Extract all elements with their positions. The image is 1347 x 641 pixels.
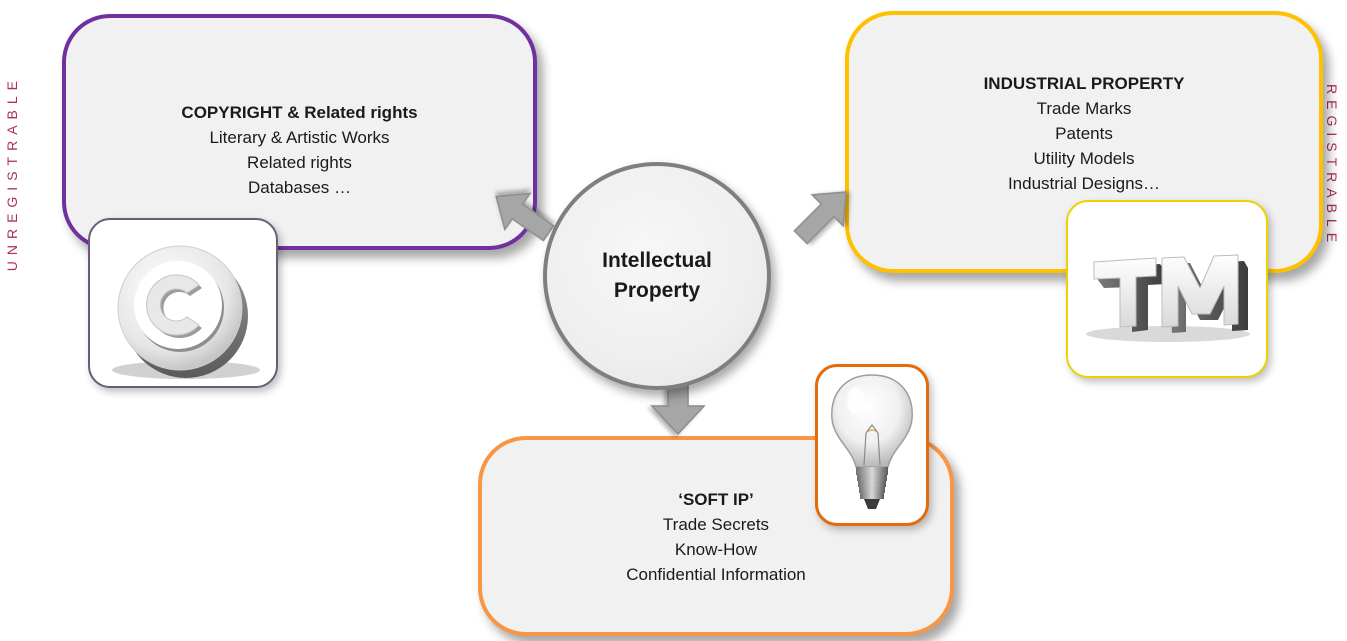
trademark-symbol-icon	[1086, 254, 1250, 342]
registrable-label: REGISTRABLE	[1324, 84, 1340, 249]
copyright-heading: COPYRIGHT & Related rights	[181, 103, 418, 122]
industrial-property-item: Industrial Designs…	[1007, 174, 1161, 193]
copyright-item: Databases …	[248, 178, 351, 197]
intellectual-property-node: Intellectual Property	[543, 162, 771, 390]
trademark-image-tile	[1066, 200, 1268, 378]
soft-ip-item: Confidential Information	[626, 565, 806, 584]
light-bulb-image-tile	[815, 364, 929, 526]
industrial-property-item: Utility Models	[1033, 149, 1135, 168]
intellectual-property-title: Intellectual Property	[602, 249, 712, 302]
copyright-box: COPYRIGHT & Related rights Literary & Ar…	[62, 14, 537, 250]
arrow-to-copyright	[495, 192, 555, 242]
copyright-image-tile	[88, 218, 278, 388]
soft-ip-item: Know-How	[674, 540, 758, 559]
copyright-item: Literary & Artistic Works	[209, 128, 390, 147]
light-bulb-icon	[831, 374, 913, 509]
arrow-to-industrial-property	[793, 191, 847, 245]
industrial-property-item: Trade Marks	[1036, 99, 1132, 118]
unregistrable-label: UNREGISTRABLE	[4, 75, 20, 272]
soft-ip-heading: ‘SOFT IP’	[678, 490, 754, 509]
industrial-property-item: Patents	[1055, 124, 1113, 143]
copyright-item: Related rights	[247, 153, 352, 172]
copyright-symbol-icon	[112, 245, 260, 379]
soft-ip-item: Trade Secrets	[662, 515, 770, 534]
industrial-property-heading: INDUSTRIAL PROPERTY	[983, 74, 1185, 93]
